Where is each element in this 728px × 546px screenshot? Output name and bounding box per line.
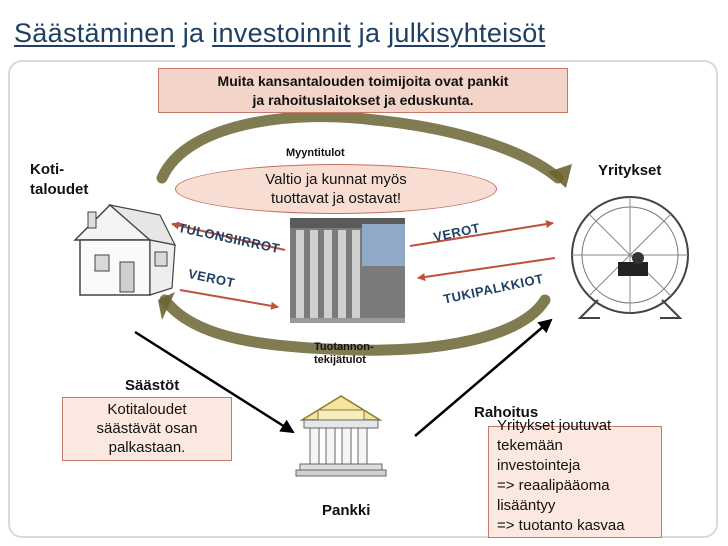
government-ellipse: Valtio ja kunnat myös tuottavat ja ostav… <box>175 164 497 214</box>
savings-box: Kotitaloudet säästävät osan palkastaan. <box>62 397 232 461</box>
content-frame <box>8 60 718 538</box>
title-public-sector: julkisyhteisöt <box>388 18 546 48</box>
parliament-building-icon <box>290 218 405 323</box>
households-label: Koti- taloudet <box>30 161 89 198</box>
title-and-2: ja <box>358 18 381 48</box>
savings-heading: Säästöt <box>125 377 180 394</box>
hamster-wheel-icon <box>571 196 689 319</box>
note-box: Muita kansantalouden toimijoita ovat pan… <box>158 68 568 113</box>
bank-building-icon <box>295 395 387 477</box>
financing-arrow <box>414 318 553 437</box>
title-and-1: ja <box>182 18 205 48</box>
slide-title: Säästäminen ja investoinnit ja julkisyht… <box>14 18 545 49</box>
savings-arrow <box>134 330 295 434</box>
financing-heading: Rahoitus <box>474 404 539 421</box>
factor-income-label: Tuotannon- tekijätulot <box>314 341 374 366</box>
firms-label: Yritykset <box>598 162 662 179</box>
bank-label: Pankki <box>322 502 371 519</box>
financing-box: Yritykset joutuvat tekemään investointej… <box>488 417 662 538</box>
title-investments: investoinnit <box>212 18 351 48</box>
sales-income-label: Myyntitulot <box>286 147 345 159</box>
house-icon <box>73 203 177 296</box>
title-saving: Säästäminen <box>14 18 175 48</box>
transfer-arrows <box>171 220 556 310</box>
circular-flow <box>156 111 572 356</box>
